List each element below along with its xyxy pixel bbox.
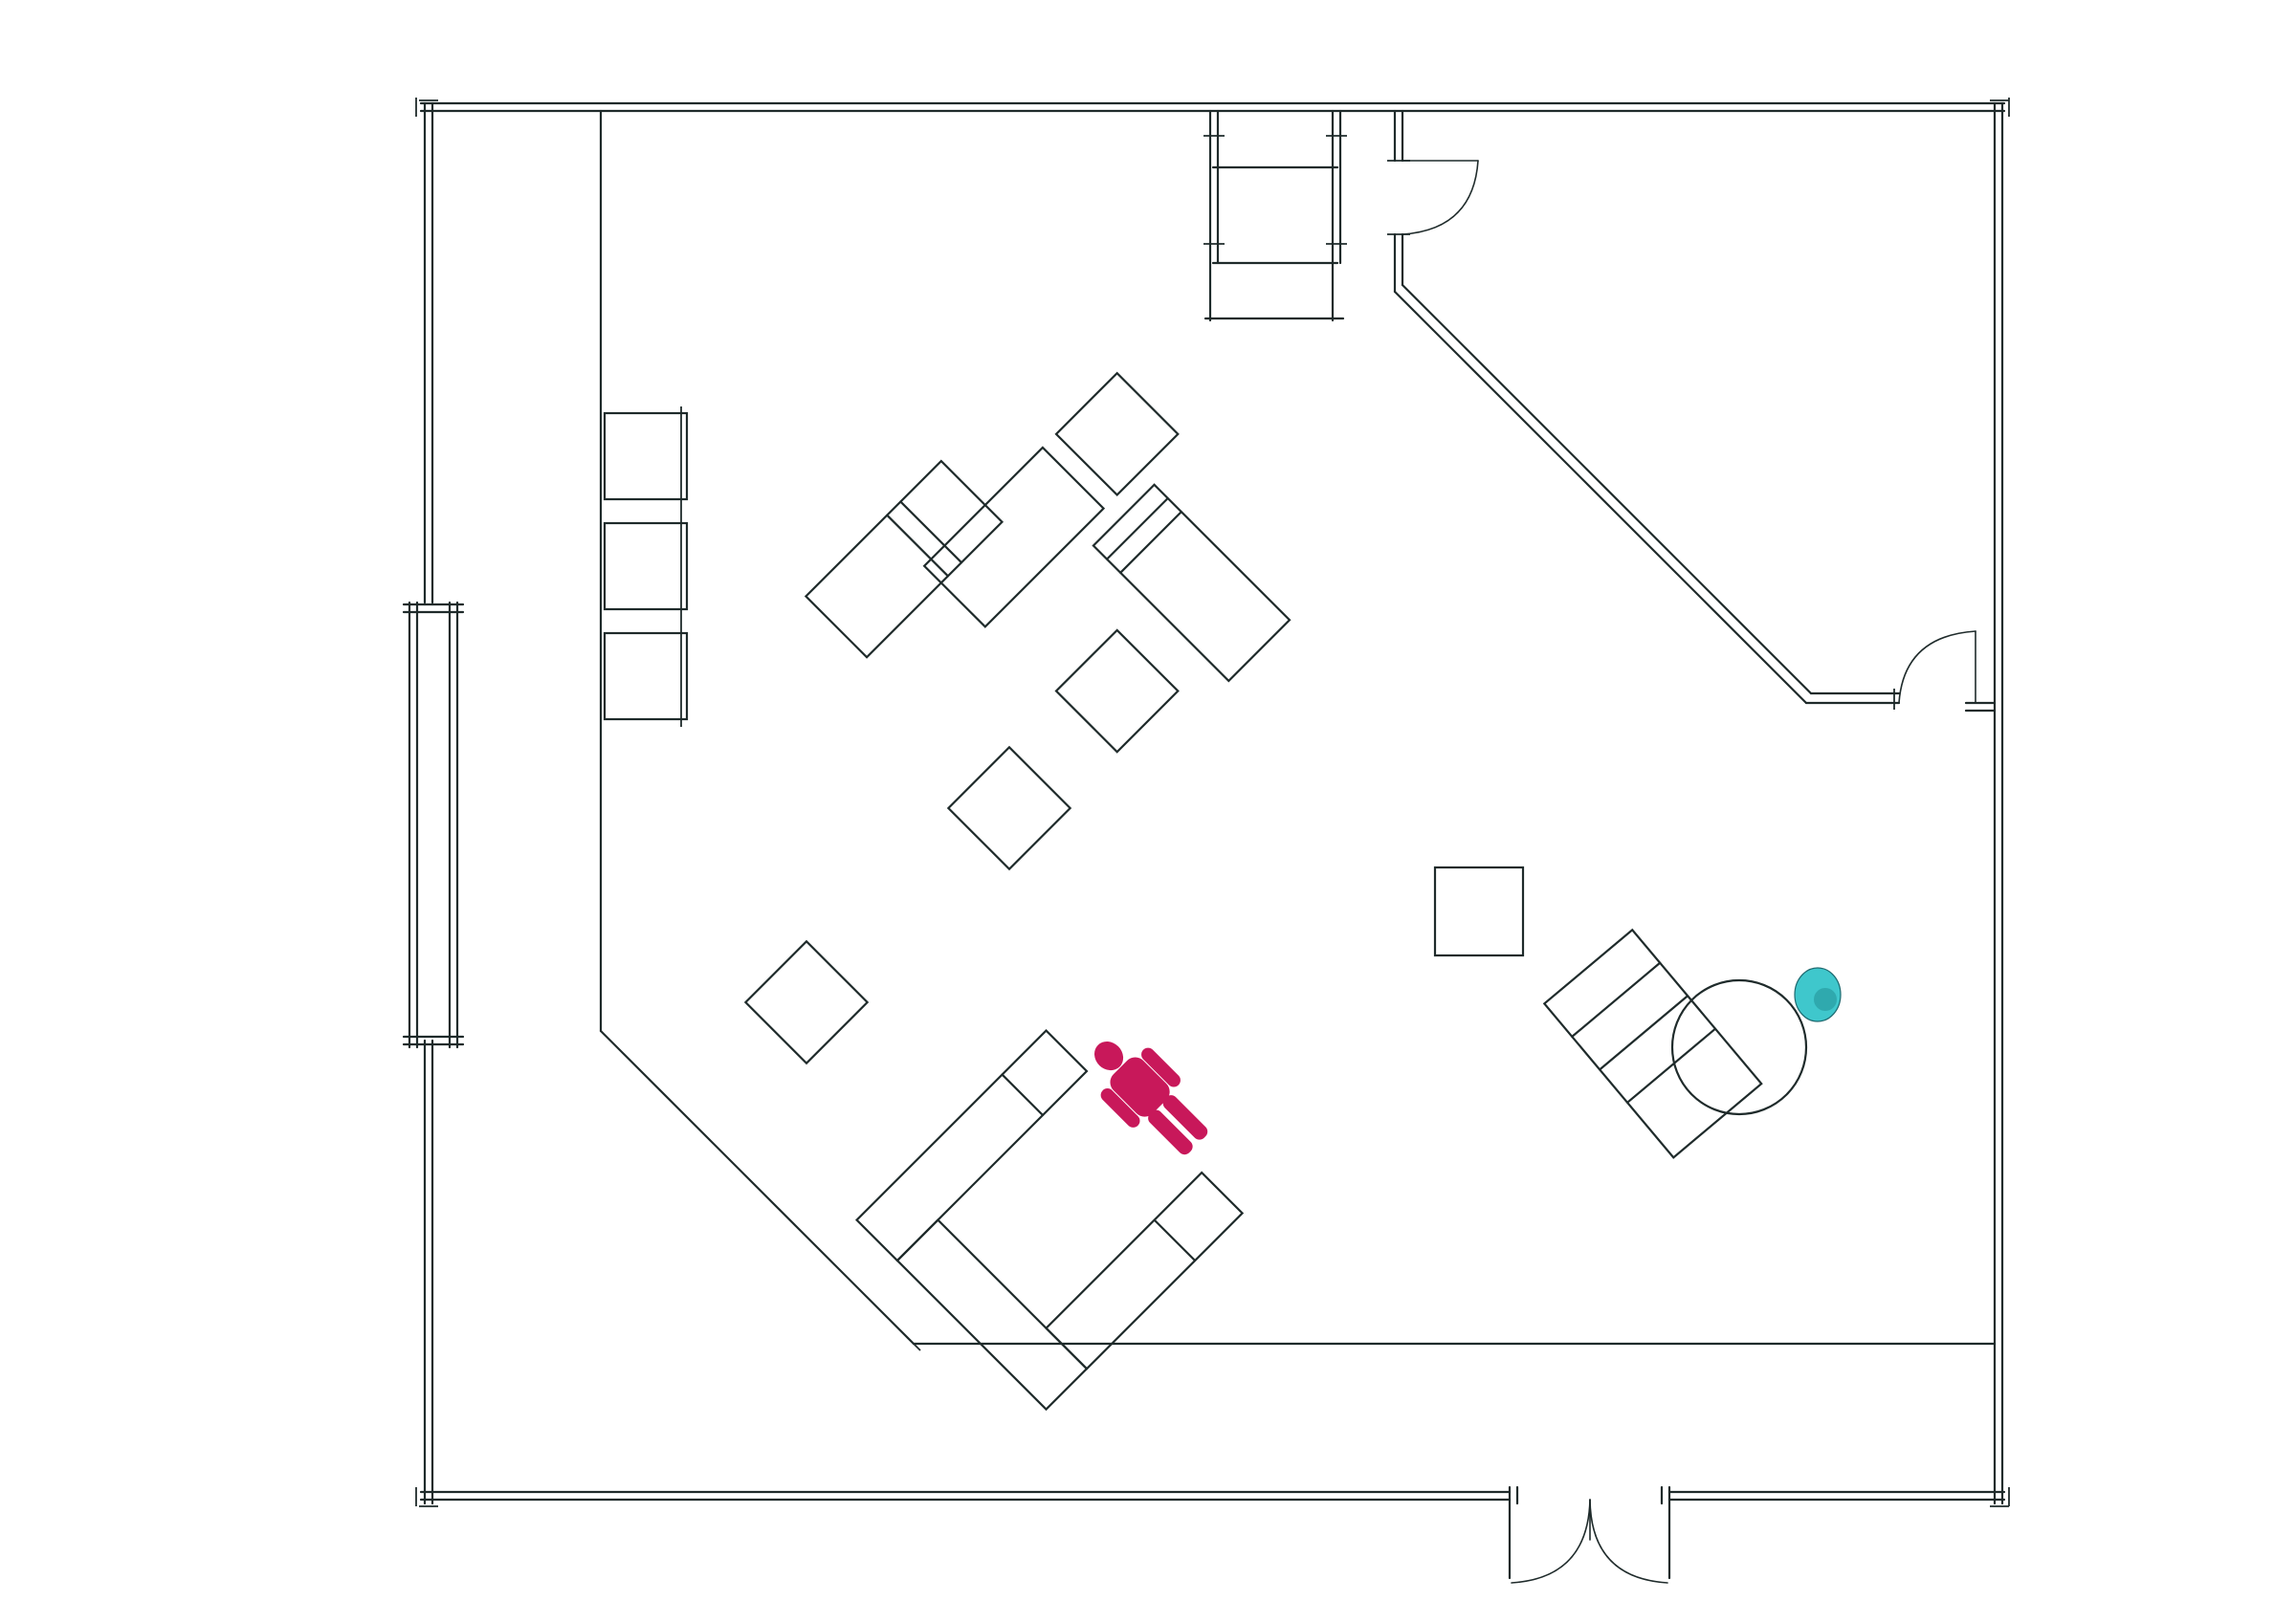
bench-top <box>1203 109 1347 322</box>
entrance-double-door <box>1511 1499 1668 1584</box>
bench-left-wall <box>603 406 689 727</box>
inner-partition-left <box>593 109 1997 1351</box>
top-right-door <box>1402 160 1479 235</box>
right-side-door <box>1898 630 1997 713</box>
left-window <box>402 601 465 1049</box>
stool-cluster <box>743 745 1525 1065</box>
diagonal-partition-right <box>1387 109 1901 710</box>
lounge-bench-bottom <box>854 1029 1245 1412</box>
outer-walls <box>415 98 2010 1580</box>
person-standing-icon <box>1094 1042 1208 1155</box>
person-seated-icon <box>1794 967 1842 1022</box>
central-cross-bench-cluster <box>804 371 1292 754</box>
round-table <box>1542 928 1808 1159</box>
